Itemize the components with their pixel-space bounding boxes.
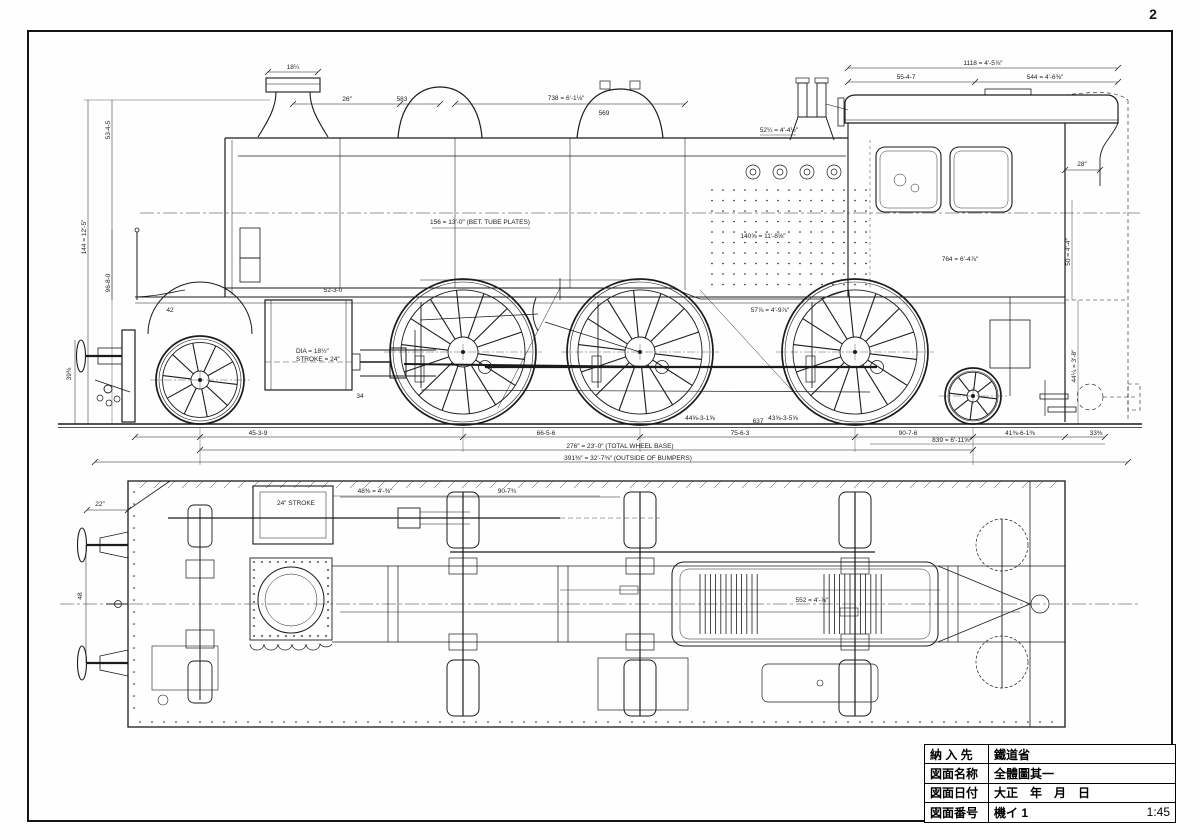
chimney: [257, 77, 329, 138]
dim-label: 764 = 6′-4⅞″: [942, 256, 979, 263]
drawing-scale: 1:45: [1146, 805, 1170, 820]
dim-label: 48: [77, 592, 84, 600]
dim-label: 140⅝ = 11′-8⅝″: [740, 233, 786, 240]
dim-label: 53-4-5: [105, 120, 112, 139]
cab-window-front: [875, 146, 942, 213]
note-label: DIA = 18½″: [296, 347, 330, 355]
dim-label: 50 = 4′-4″: [1065, 238, 1072, 266]
driver-wheel-1: [384, 278, 542, 426]
front-buffer: [75, 329, 136, 423]
dim-label: 1118 = 4′-5⅞″: [963, 60, 1003, 67]
dim-label: 52¼ = 4′-4½″: [760, 126, 799, 134]
dim-label: 18¼: [287, 64, 300, 71]
drawing-number: 機イ 1: [994, 805, 1029, 820]
dim-label: 96-8-0: [105, 273, 112, 292]
dim-label: 44¼ = 3′-8″: [1071, 349, 1078, 383]
title-block-label: 納 入 先: [925, 745, 989, 765]
brake-gear: [414, 302, 871, 393]
dim-label: 144 = 12′-5″: [81, 219, 88, 254]
smokebox-saddle: [249, 557, 333, 651]
dim-label: 45-3-9: [249, 430, 268, 437]
dim-label: 34: [356, 393, 364, 400]
page-number: 2: [1149, 6, 1157, 22]
dim-label: 583: [397, 96, 408, 103]
elevation-labels: 18¼ 26″ 583 738 = 6′-1⅛″ 569 52¼ = 4′-4½…: [66, 60, 1103, 462]
note-label: 156 = 13′-0″ (BET. TUBE PLATES): [430, 219, 530, 226]
dim-label: 637: [753, 418, 764, 425]
title-block-label: 図面名称: [925, 764, 989, 784]
dim-label: 839 = 6′-11⅝″: [932, 437, 972, 444]
title-block-value-date: 大正 年 月 日: [989, 784, 1175, 803]
plan-cylinder: [168, 485, 660, 545]
washout-plugs: [745, 164, 842, 180]
cylinder-block: [264, 299, 436, 391]
front-splasher: [147, 281, 253, 335]
plan-view: 22″ 48 24″ STROKE 48⅜ = 4′-⅜″ 90-7¾ 552 …: [60, 480, 1140, 728]
dim-label: 57⅞ = 4′-9⅞″: [751, 307, 790, 314]
title-block-label: 図面日付: [925, 783, 989, 803]
driver-wheel-2: [561, 278, 719, 426]
dim-label: 276″ = 23′-0″ (TOTAL WHEEL BASE): [566, 443, 673, 450]
dim-label: 39⅜: [66, 367, 73, 380]
dim-label: 544 = 4′-6⅜″: [1027, 74, 1064, 81]
title-block-value-drawing-name: 全體圖其一: [989, 764, 1175, 784]
driver-wheel-3: [776, 278, 934, 426]
rear-phantom: [1064, 92, 1141, 420]
elevation-dimensions: [74, 64, 1132, 466]
dim-label: 552 = 4′-⅞″: [796, 597, 830, 604]
dim-label: 738 = 6′-1⅛″: [548, 95, 585, 102]
dim-label: 43⅝-3-5⅝: [768, 415, 798, 422]
dim-label: 33⅜: [1090, 430, 1103, 437]
safety-valve: [789, 77, 849, 141]
trailing-wheel: [939, 367, 1007, 425]
title-block-value-drawing-number: 機イ 1 1:45: [989, 803, 1175, 822]
drawing-border: [27, 30, 1173, 822]
dim-label: 55-4-7: [897, 74, 916, 81]
dim-label: 90-7-6: [899, 430, 918, 437]
plan-firebox: [671, 561, 939, 647]
elevation-view: 18¼ 26″ 583 738 = 6′-1⅛″ 569 52¼ = 4′-4½…: [58, 60, 1142, 466]
dim-label: 90-7¾: [498, 488, 517, 495]
dim-label: 22″: [95, 501, 105, 508]
title-block-label: 図面番号: [925, 802, 989, 822]
dim-label: 52-3-0: [324, 287, 343, 294]
staybolt-grid: [711, 189, 867, 286]
dim-label: 66-5-6: [537, 430, 556, 437]
leading-wheel: [150, 335, 250, 425]
title-block: 納 入 先 鐵道省 図面名称 全體圖其一 図面日付 大正 年 月 日 図面番号 …: [924, 744, 1176, 823]
plan-leading-axle: [185, 504, 215, 704]
steam-dome: [397, 86, 483, 139]
title-block-value-customer: 鐵道省: [989, 745, 1175, 765]
dim-label: 75-6-3: [731, 430, 750, 437]
cab-window-rear: [949, 146, 1013, 213]
dim-label: 569: [599, 110, 610, 117]
dim-label: 28″: [1077, 161, 1087, 168]
dim-label: 42: [166, 307, 174, 314]
plan-trailing-truck: [937, 481, 1050, 727]
dim-label: 44⅝-3-1⅝: [685, 415, 715, 422]
whistle: [837, 97, 845, 127]
dim-label: 26″: [342, 96, 352, 103]
note-label: STROKE = 24″: [296, 356, 340, 363]
dim-label: 391⅜″ = 32′-7⅜″ (OUTSIDE OF BUMPERS): [564, 455, 692, 462]
dim-label: 48⅜ = 4′-⅜″: [358, 488, 393, 495]
note-label: 24″ STROKE: [277, 500, 316, 507]
plan-buffers: [76, 527, 129, 681]
dim-label: 41⅜-6-1⅜: [1005, 430, 1035, 437]
sand-dome: [576, 88, 664, 139]
